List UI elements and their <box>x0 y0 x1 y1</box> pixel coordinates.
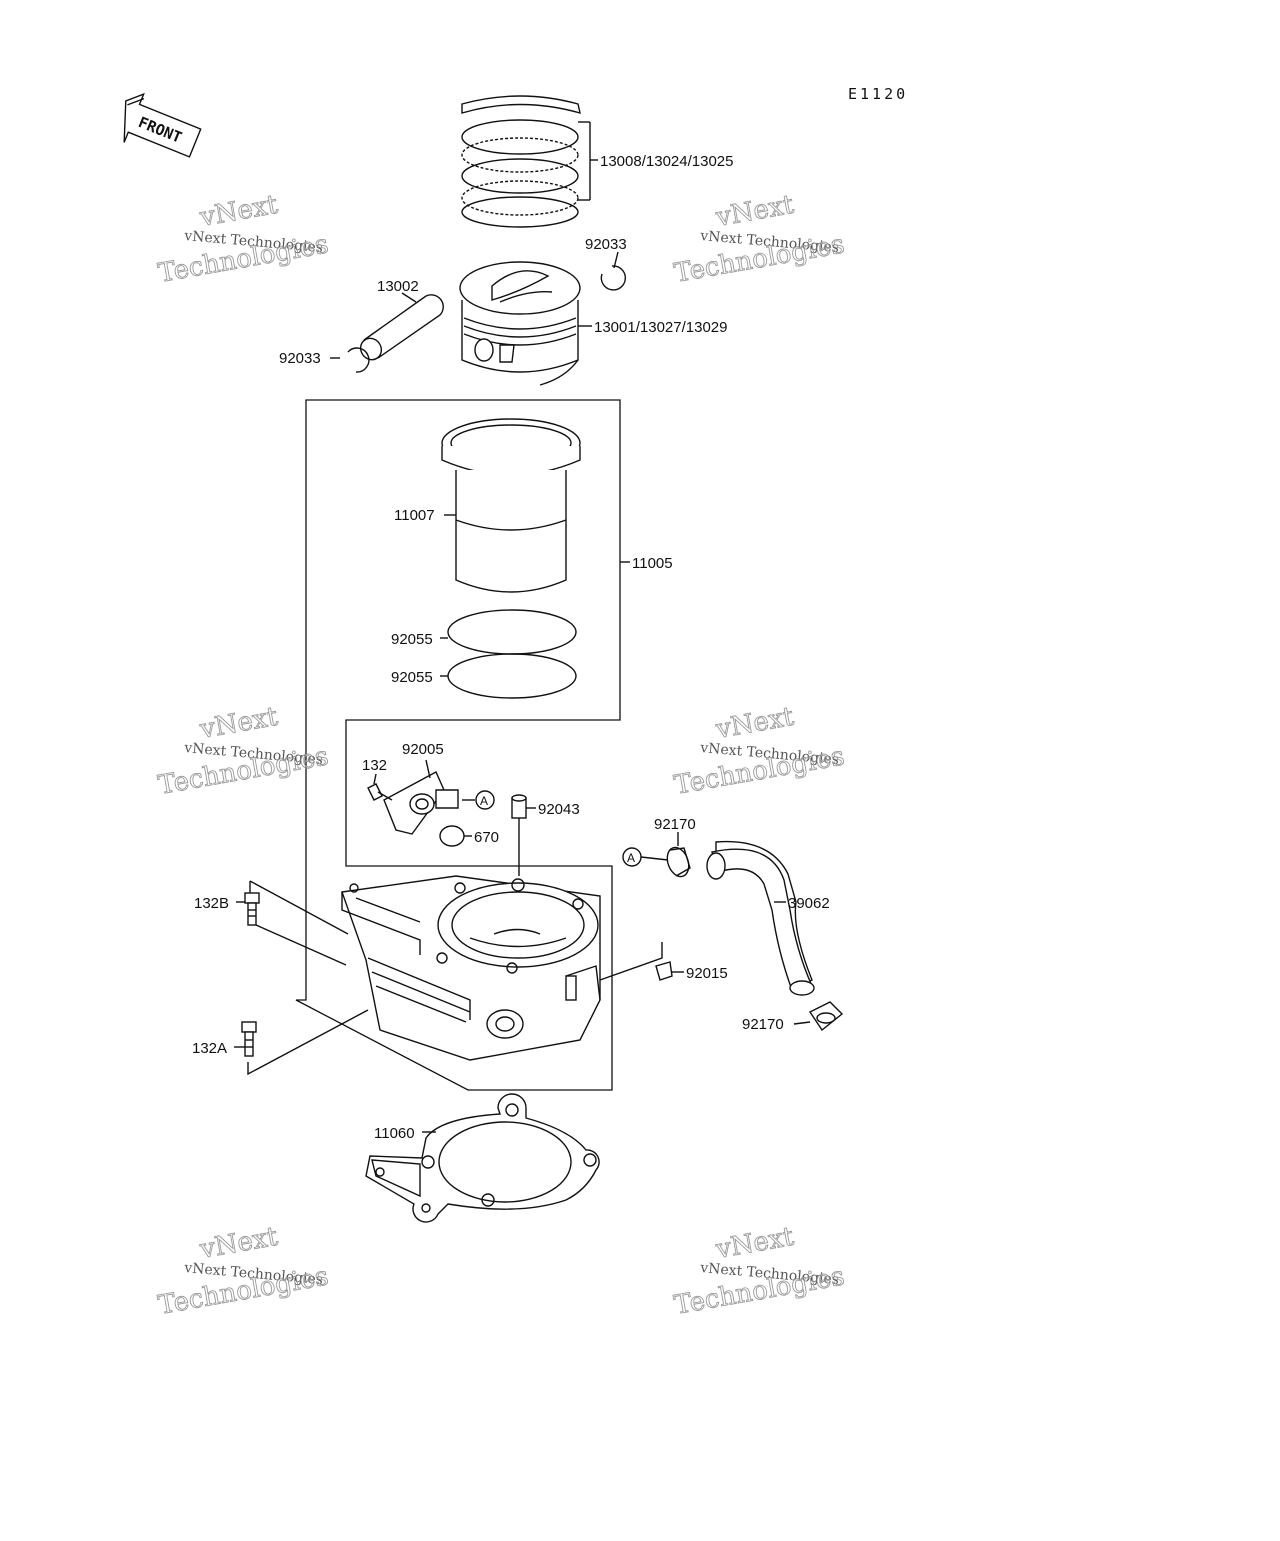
svg-text:vNext: vNext <box>197 702 280 745</box>
label-circlip-left: 92033 <box>279 350 321 367</box>
o-ring-upper <box>440 609 577 655</box>
piston-rings <box>461 95 598 228</box>
label-oring-lower: 92055 <box>391 669 433 686</box>
label-cylinder-assy: 11005 <box>632 555 673 572</box>
cylinder-sleeve <box>441 418 581 593</box>
svg-text:vNext: vNext <box>713 190 796 233</box>
label-dowel: 92043 <box>538 801 580 818</box>
watermark-middle-right: vNext vNext Technologies Technologies <box>672 701 848 801</box>
hose <box>706 840 815 996</box>
bolt-132 <box>367 773 393 801</box>
label-rings: 13008/13024/13025 <box>600 153 733 170</box>
label-plug: 92015 <box>686 965 728 982</box>
plug <box>599 942 684 981</box>
svg-text:vNext: vNext <box>713 1222 796 1265</box>
diagram-code: E1120 <box>848 85 908 103</box>
bolt-132b <box>236 880 349 966</box>
label-circlip-right: 92033 <box>585 236 627 253</box>
o-ring-lower <box>440 653 577 699</box>
water-fitting <box>383 759 459 835</box>
clamp-upper <box>666 832 691 878</box>
circlip-left <box>330 347 370 373</box>
label-hose: 39062 <box>788 895 830 912</box>
marker-a-left: A <box>462 790 495 810</box>
watermark-bottom-left: vNext vNext Technologies Technologies <box>156 1221 332 1321</box>
piston-pin <box>359 292 444 361</box>
cylinder-assy-frame <box>295 399 621 1091</box>
watermark-top-left: vNext vNext Technologies Technologies <box>156 189 332 289</box>
label-clamp-lower: 92170 <box>742 1016 784 1033</box>
label-oring-670: 670 <box>474 829 499 846</box>
label-bolt-132b: 132B <box>194 895 229 912</box>
label-oring-upper: 92055 <box>391 631 433 648</box>
bolt-132a <box>234 1009 369 1076</box>
label-sleeve: 11007 <box>394 507 435 524</box>
dowel-pin <box>511 794 536 876</box>
svg-text:vNext: vNext <box>713 702 796 745</box>
watermark-top-right: vNext vNext Technologies Technologies <box>672 189 848 289</box>
svg-text:vNext: vNext <box>197 1222 280 1265</box>
label-piston: 13001/13027/13029 <box>594 319 727 336</box>
front-arrow-icon: FRONT <box>123 92 202 158</box>
svg-text:vNext: vNext <box>197 190 280 233</box>
watermark-middle-left: vNext vNext Technologies Technologies <box>156 701 332 801</box>
piston <box>459 261 592 386</box>
label-piston-pin: 13002 <box>377 278 419 295</box>
label-clamp-upper: 92170 <box>654 816 696 833</box>
base-gasket <box>365 1093 600 1223</box>
svg-text:A: A <box>480 794 488 808</box>
o-ring-670 <box>439 825 472 847</box>
clamp-lower <box>793 1001 844 1032</box>
svg-text:A: A <box>627 851 635 865</box>
label-fitting: 92005 <box>402 741 444 758</box>
circlip-right <box>600 251 627 291</box>
label-gasket: 11060 <box>374 1125 415 1142</box>
cylinder-block <box>341 875 601 1061</box>
label-bolt-132a: 132A <box>192 1040 227 1057</box>
watermark-bottom-right: vNext vNext Technologies Technologies <box>672 1221 848 1321</box>
marker-a-right: A <box>622 847 669 867</box>
label-bolt-132: 132 <box>362 757 387 774</box>
